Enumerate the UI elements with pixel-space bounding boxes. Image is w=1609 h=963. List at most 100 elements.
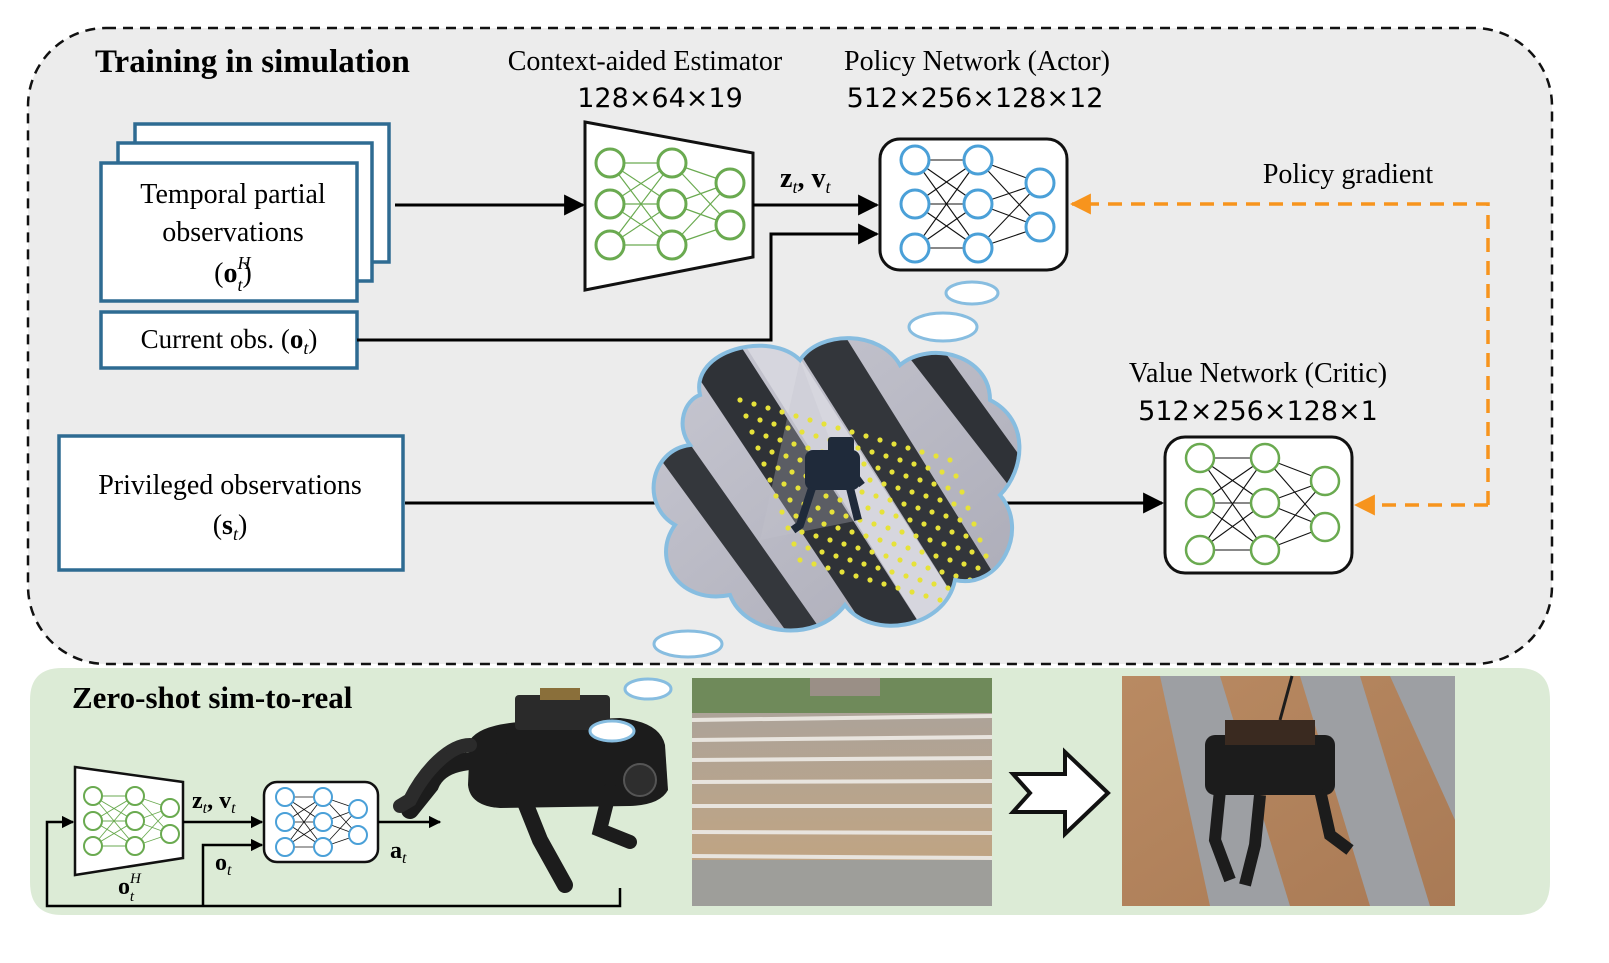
- height-sample-dot: [849, 429, 855, 435]
- height-sample-dot: [933, 553, 939, 559]
- height-sample-dot: [841, 541, 847, 547]
- height-sample-dot: [771, 421, 777, 427]
- network-node: [313, 837, 333, 857]
- network-node: [1309, 511, 1341, 543]
- height-sample-dot: [921, 521, 927, 527]
- latent-label: zt, vt: [780, 163, 831, 197]
- deploy-estimator-nodes: [83, 786, 180, 856]
- height-sample-dot: [813, 433, 819, 439]
- height-sample-dot: [825, 565, 831, 571]
- height-sample-dot: [835, 425, 841, 431]
- policy-gradient-label: Policy gradient: [1263, 159, 1434, 190]
- height-sample-dot: [835, 525, 841, 531]
- deploy-thought-bubble-medium: [588, 719, 636, 743]
- height-sample-dot: [965, 505, 971, 511]
- stair-edge: [691, 714, 993, 722]
- height-sample-dot: [737, 397, 743, 403]
- height-sample-dot: [947, 457, 953, 463]
- height-sample-dot: [763, 433, 769, 439]
- height-sample-dot: [799, 429, 805, 435]
- height-sample-dot: [755, 445, 761, 451]
- height-sample-dot: [909, 589, 915, 595]
- actor-nodes: [899, 144, 1056, 264]
- height-sample-dot: [785, 425, 791, 431]
- height-sample-dot: [865, 505, 871, 511]
- height-sample-dot: [879, 509, 885, 515]
- height-sample-dot: [743, 413, 749, 419]
- height-sample-dot: [837, 497, 843, 503]
- network-node: [125, 786, 145, 806]
- height-sample-dot: [821, 421, 827, 427]
- temporal-observations-stack: [99, 122, 391, 303]
- stairs-photo: [691, 678, 993, 906]
- deploy-obs-label: ot: [215, 850, 232, 879]
- network-node: [1184, 487, 1216, 519]
- height-sample-dot: [953, 473, 959, 479]
- height-sample-dot: [961, 561, 967, 567]
- network-node: [656, 229, 688, 261]
- height-sample-dot: [815, 505, 821, 511]
- current-observation-box: [99, 310, 359, 370]
- height-sample-dot: [945, 485, 951, 491]
- height-sample-dot: [781, 481, 787, 487]
- temporal-label-line2: observations: [162, 217, 304, 248]
- height-sample-dot: [955, 545, 961, 551]
- stair-edge: [691, 779, 993, 784]
- height-sample-dot: [939, 469, 945, 475]
- height-sample-dot: [833, 553, 839, 559]
- network-node: [594, 188, 626, 220]
- network-node: [1024, 167, 1056, 199]
- height-sample-dot: [893, 513, 899, 519]
- simulation-cloud: [651, 336, 1022, 633]
- height-sample-dot: [937, 497, 943, 503]
- height-sample-dot: [931, 481, 937, 487]
- height-sample-dot: [861, 461, 867, 467]
- network-edge: [914, 159, 979, 249]
- sim-to-real-arrow: [1008, 747, 1111, 839]
- height-sample-dot: [923, 593, 929, 599]
- network-node: [899, 232, 931, 264]
- height-sample-dot: [947, 557, 953, 563]
- estimator-nodes: [594, 147, 746, 261]
- network-node: [1249, 442, 1281, 474]
- robot-on-stairs-photo: [1122, 675, 1455, 906]
- height-sample-dot: [881, 481, 887, 487]
- height-sample-dot: [791, 441, 797, 447]
- network-node: [125, 836, 145, 856]
- network-node: [160, 824, 180, 844]
- network-node: [83, 836, 103, 856]
- height-sample-dot: [951, 501, 957, 507]
- height-sample-dot: [963, 533, 969, 539]
- network-node: [125, 811, 145, 831]
- height-sample-dot: [877, 537, 883, 543]
- height-sample-dot: [901, 501, 907, 507]
- height-sample-dot: [983, 553, 989, 559]
- height-sample-dot: [891, 541, 897, 547]
- network-node: [1249, 487, 1281, 519]
- network-edge: [609, 162, 673, 246]
- height-sample-dot: [889, 469, 895, 475]
- thought-bubble-small: [944, 280, 1000, 306]
- height-sample-dot: [757, 417, 763, 423]
- deploy-obs-feedback: [201, 838, 264, 906]
- deploy-feedback-loop: [45, 815, 622, 908]
- network-edge: [92, 795, 136, 847]
- height-sample-dot: [805, 545, 811, 551]
- height-sample-dot: [919, 449, 925, 455]
- training-title: Training in simulation: [95, 44, 410, 80]
- network-node: [962, 188, 994, 220]
- height-sample-dot: [905, 445, 911, 451]
- height-sample-dot: [751, 401, 757, 407]
- network-node: [1249, 534, 1281, 566]
- height-sample-dot: [799, 529, 805, 535]
- height-sample-dot: [797, 457, 803, 463]
- deploy-actor-nodes: [275, 787, 368, 857]
- height-sample-dot: [895, 485, 901, 491]
- height-sample-dot: [819, 549, 825, 555]
- network-node: [899, 188, 931, 220]
- height-sample-dot: [911, 561, 917, 567]
- height-sample-dot: [867, 477, 873, 483]
- height-sample-dot: [881, 581, 887, 587]
- height-sample-dot: [923, 493, 929, 499]
